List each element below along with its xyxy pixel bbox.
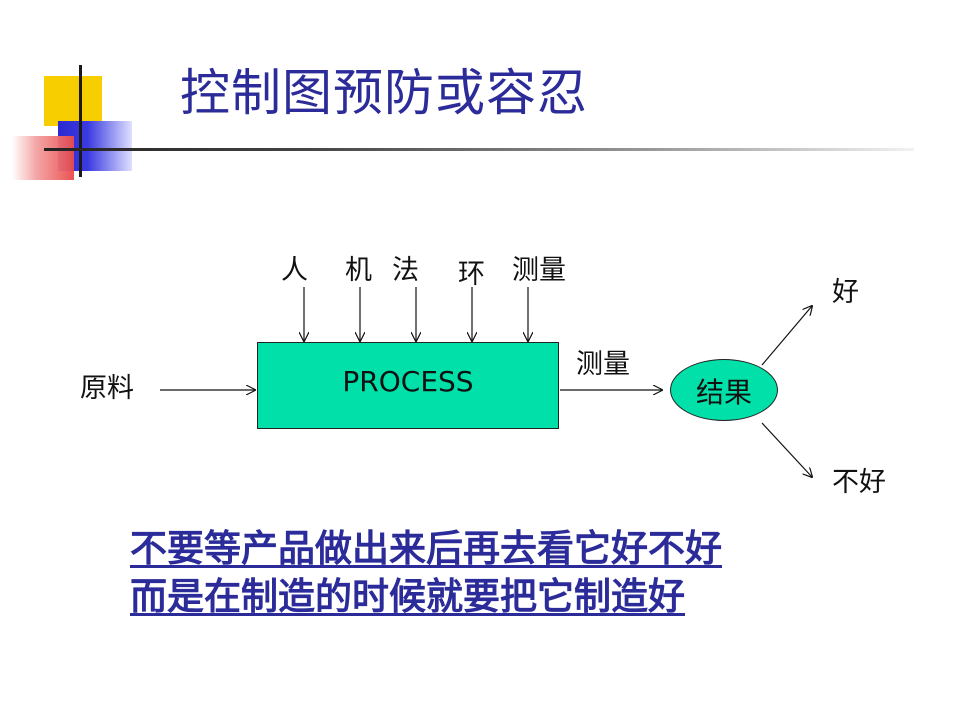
logo-yellow-square bbox=[44, 76, 102, 126]
emphasis-line-2: 而是在制造的时候就要把它制造好 bbox=[130, 575, 685, 618]
output-measure-label: 测量 bbox=[576, 349, 630, 380]
input-label-raw-material: 原料 bbox=[80, 373, 134, 404]
outcome-bad-label: 不好 bbox=[832, 467, 886, 498]
factor-label-machine: 机 bbox=[345, 255, 372, 286]
process-box bbox=[257, 342, 559, 429]
arrow-to-good bbox=[761, 306, 812, 366]
result-label: 结果 bbox=[695, 376, 752, 409]
arrow-to-bad bbox=[761, 422, 812, 477]
result-ellipse bbox=[670, 359, 778, 421]
factor-label-environment: 环 bbox=[458, 259, 485, 290]
factor-label-method: 法 bbox=[392, 255, 419, 286]
factor-label-measurement: 测量 bbox=[512, 255, 566, 286]
slide-title: 控制图预防或容忍 bbox=[180, 64, 588, 122]
title-underline-rule bbox=[44, 148, 914, 151]
logo-vertical-line bbox=[79, 65, 82, 177]
factor-label-man: 人 bbox=[281, 255, 308, 286]
emphasis-line-1: 不要等产品做出来后再去看它好不好 bbox=[130, 527, 722, 570]
outcome-good-label: 好 bbox=[832, 277, 859, 308]
logo-red-square bbox=[12, 136, 74, 180]
process-label: PROCESS bbox=[342, 365, 474, 398]
